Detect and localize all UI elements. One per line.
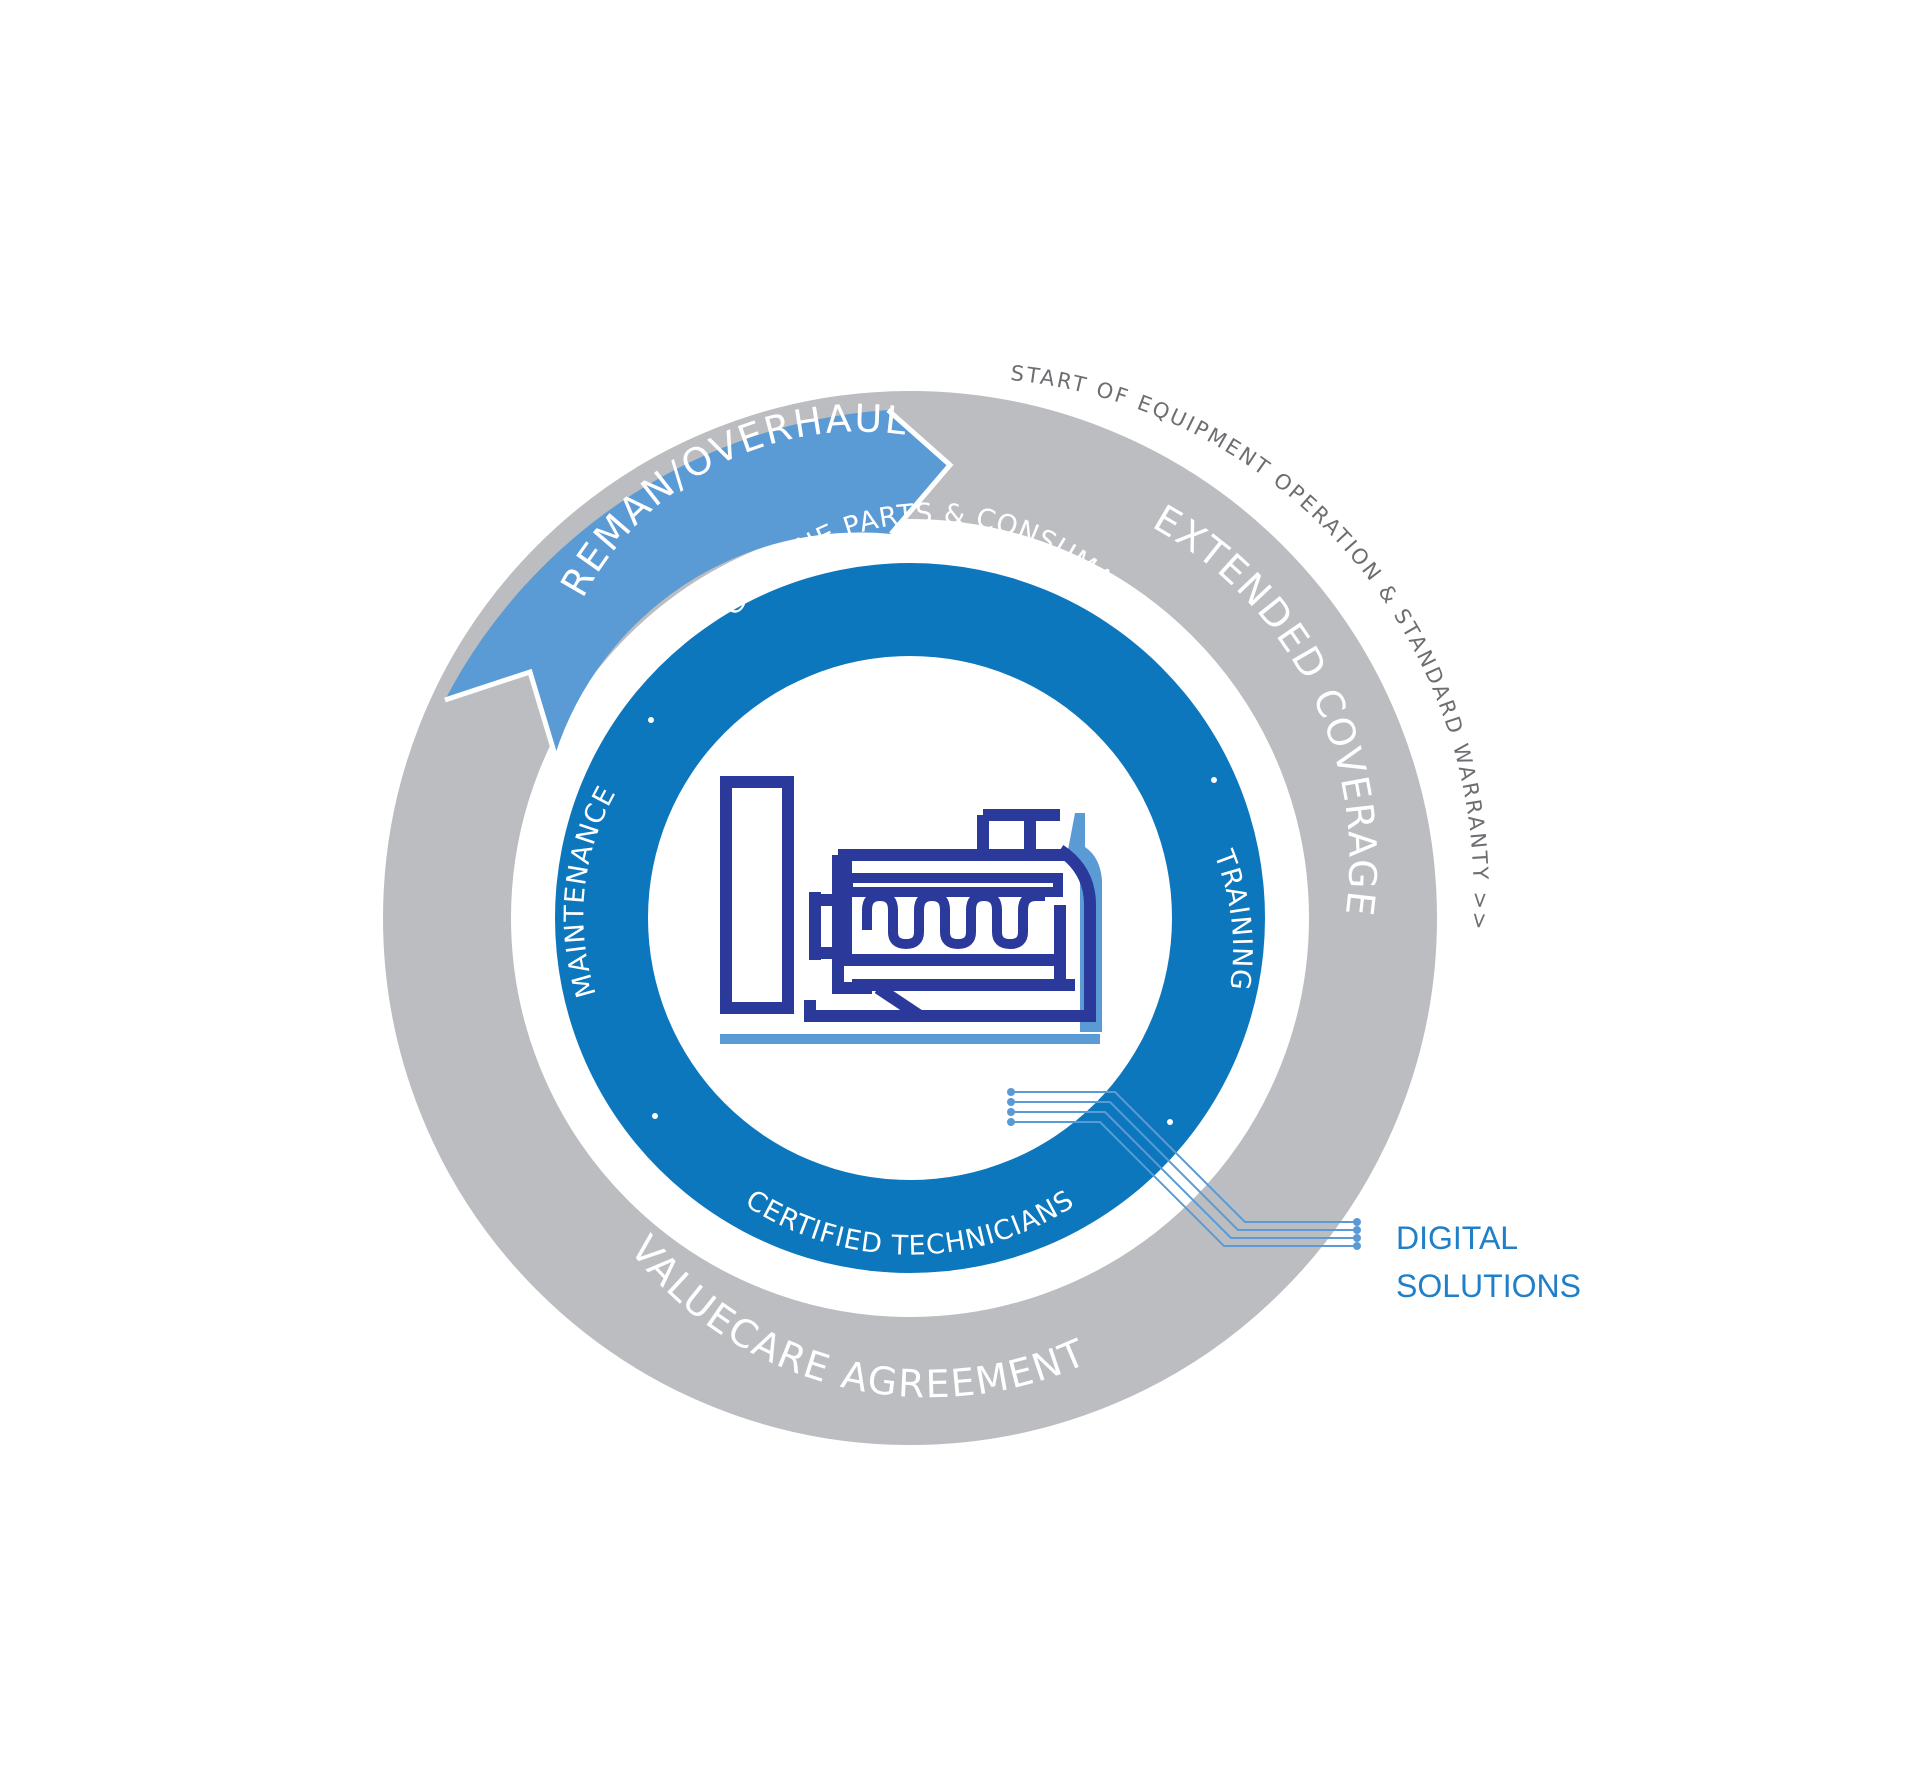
reman-arrow xyxy=(445,410,950,755)
reman-arrow-tail xyxy=(444,668,558,756)
digital-solutions-line2: SOLUTIONS xyxy=(1396,1268,1581,1304)
separator-dot xyxy=(652,1113,658,1119)
engine-generator-icon xyxy=(720,776,1102,1044)
reman-arrow-chevron xyxy=(886,408,954,536)
separator-dot xyxy=(648,717,654,723)
separator-dot xyxy=(1167,1119,1173,1125)
separator-dot xyxy=(1211,777,1217,783)
digital-solutions-line1: DIGITAL xyxy=(1396,1220,1518,1256)
digital-circuit-traces xyxy=(1007,1088,1361,1250)
